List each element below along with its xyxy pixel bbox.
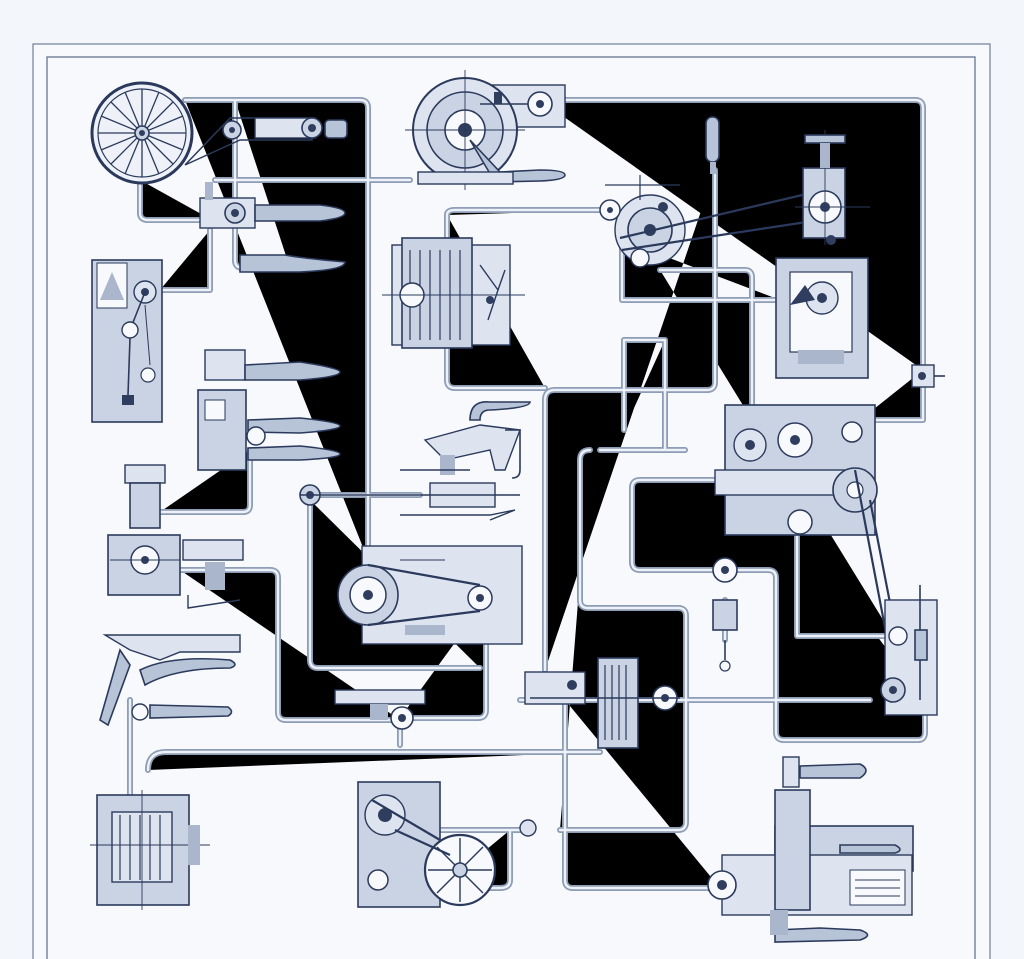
pressure-gauge <box>712 557 738 672</box>
engine-block <box>107 464 244 609</box>
belt-drive-panel <box>337 545 523 645</box>
clamp-tool <box>99 634 241 727</box>
hand-wrench <box>197 349 341 471</box>
screw-press <box>524 657 680 749</box>
pipe-network <box>130 100 925 888</box>
wheel-pulley-assembly <box>357 781 537 908</box>
spindle-shaft <box>299 482 520 521</box>
boxed-pulley-unit <box>775 257 869 379</box>
pipe-valve <box>199 182 346 273</box>
pipe-valve <box>334 689 426 730</box>
pipe-valve <box>911 364 945 388</box>
inner-frame <box>46 56 976 959</box>
milling-unit <box>707 756 914 943</box>
spoked-flywheel <box>90 81 194 185</box>
bench-vise <box>400 401 531 479</box>
gearbox-assembly <box>714 404 907 681</box>
belt-pulley-assembly <box>599 130 870 268</box>
lever-handle <box>705 116 720 174</box>
lever-post <box>880 585 938 716</box>
lathe-mechanism <box>382 237 525 349</box>
spindle-machine <box>90 790 210 910</box>
flywheel-belt-arm <box>184 117 348 166</box>
control-panel-left <box>91 259 163 423</box>
winch-drum-assembly <box>405 70 566 190</box>
